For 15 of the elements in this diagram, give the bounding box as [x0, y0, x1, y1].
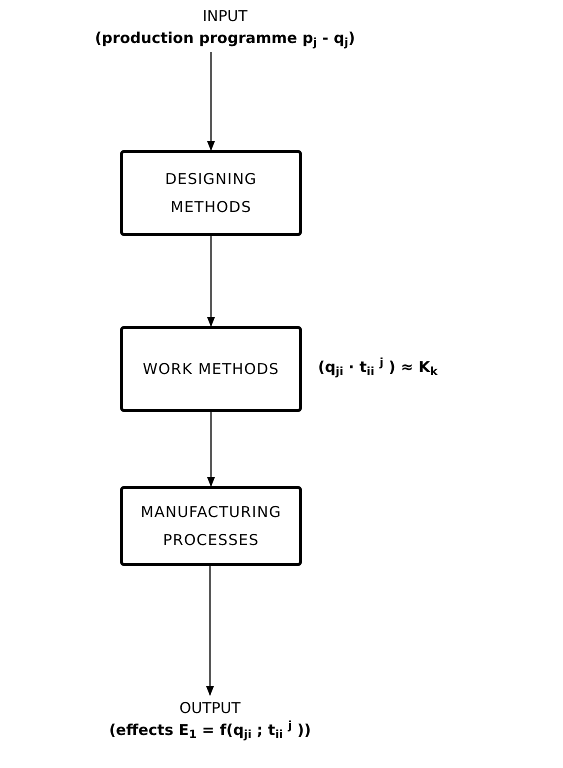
box-label: MANUFACTURING PROCESSES: [140, 502, 282, 551]
formula-text: (effects E$_{1}$ = f(q$_{ji}$ ; t$_{ii}$ $^{j}$ )): [109, 718, 311, 742]
process-box: [120, 150, 302, 236]
arrow: [207, 236, 215, 327]
box-label: WORK METHODS: [142, 359, 280, 380]
box-label: DESIGNING METHODS: [164, 169, 258, 218]
formula-text: (q$_{ji}$ · t$_{ii}$ $^{j}$ ) ≈ K$_{k}$: [318, 356, 438, 378]
formula-text: (production programme p$_{j}$ - q$_{j}$): [94, 28, 356, 50]
arrow: [207, 412, 215, 487]
arrow: [206, 566, 214, 696]
process-box: [120, 326, 302, 412]
process-box: [120, 486, 302, 566]
arrow: [207, 52, 215, 151]
io-heading: OUTPUT: [179, 698, 241, 718]
io-heading: INPUT: [202, 6, 248, 26]
